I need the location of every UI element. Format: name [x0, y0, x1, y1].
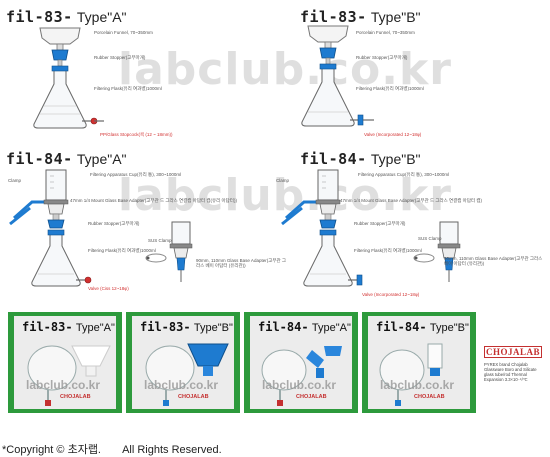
label-adapter: 47mm 1/4 Mount Glass Base Adapter(고무관 드 …	[340, 198, 482, 203]
product-photo-fil84-b: fil-84- Type"B" labclub.co.kr CHOJALAB	[362, 312, 476, 413]
label-adapter: 47mm 1/4 Mount Glass Base Adapter(고무관 드 …	[70, 198, 237, 203]
photo-background: fil-83- Type"B" labclub.co.kr CHOJALAB	[132, 316, 234, 409]
label-cup: Filtering Apparatus Cup(유리 통), 300~1000m…	[90, 172, 182, 177]
photo-background: fil-84- Type"B" labclub.co.kr CHOJALAB	[368, 316, 470, 409]
photo-title: fil-84- Type"A"	[258, 320, 351, 334]
label-glass-base: 90mm, 110mm Glass Base Adapter(고무관 그라스 베…	[444, 256, 543, 266]
photo-title: fil-83- Type"A"	[22, 320, 115, 334]
diagram-title-fil84-a: fil-84- Type"A"	[6, 150, 127, 168]
brand-note: PYREX brand Chojalab Glassware Boro and …	[484, 362, 537, 382]
label-clamp: Clamp	[276, 178, 290, 183]
diagram-type: Type"A"	[76, 9, 127, 25]
diagram-code: fil-84-	[6, 150, 73, 168]
label-flask: Filtering Flask(유리 여과병)1000ml	[354, 248, 422, 253]
photo-watermark: labclub.co.kr	[144, 378, 219, 392]
label-glass-base: 90mm, 110mm Glass Base Adapter(고무관 그라스 베…	[196, 258, 287, 268]
diagram-title-fil83-a: fil-83- Type"A"	[6, 8, 127, 26]
photo-brand: CHOJALAB	[60, 394, 91, 400]
watermark-top: labclub.co.kr	[118, 44, 452, 95]
label-valve: Valve (Incorporated 12~18φ)	[362, 292, 420, 297]
photo-type: Type"A"	[75, 322, 115, 334]
label-valve: Valve (Incorporated 12~18φ)	[364, 132, 422, 137]
label-stopper: Rubber Stopper(고무마개)	[94, 55, 146, 60]
label-flask: Filtering Flask(유리 여과병)1000ml	[356, 86, 424, 91]
photo-title: fil-83- Type"B"	[140, 320, 233, 334]
photo-code: fil-84-	[258, 320, 309, 334]
diagram-code: fil-83-	[300, 8, 367, 26]
diagram-fil83-a	[33, 27, 104, 129]
diagram-title-fil84-b: fil-84- Type"B"	[300, 150, 421, 168]
label-sus-clamp: SUS Clamp	[418, 236, 442, 241]
photo-title: fil-84- Type"B"	[376, 320, 469, 334]
diagram-code: fil-83-	[6, 8, 73, 26]
label-flask: Filtering Flask(유리 여과병)1000ml	[88, 248, 156, 253]
label-flask: Filtering Flask(유리 여과병)1000ml	[94, 86, 162, 91]
photo-watermark: labclub.co.kr	[262, 378, 337, 392]
photo-code: fil-83-	[140, 320, 191, 334]
photo-type: Type"B"	[193, 322, 233, 334]
photo-glassware	[379, 343, 443, 406]
label-sus-clamp: SUS Clamp	[148, 238, 172, 243]
diagram-fil84-a	[9, 169, 193, 287]
photo-background: fil-83- Type"A" labclub.co.kr CHOJALAB	[14, 316, 116, 409]
photo-background: fil-84- Type"A" labclub.co.kr CHOJALAB	[250, 316, 352, 409]
label-stopper: Rubber Stopper(고무마개)	[356, 55, 408, 60]
watermark-middle: labclub.co.kr	[118, 170, 452, 221]
diagram-fil83-b	[301, 25, 374, 127]
photo-code: fil-84-	[376, 320, 427, 334]
copyright-line: *Copyright © 초자랩. All Rights Reserved.	[2, 441, 240, 457]
product-photo-fil84-a: fil-84- Type"A" labclub.co.kr CHOJALAB	[244, 312, 358, 413]
label-stopper: Rubber Stopper(고무마개)	[354, 221, 406, 226]
photo-brand: CHOJALAB	[414, 394, 445, 400]
photo-glassware	[145, 343, 229, 406]
copyright-text: *Copyright © 초자랩.	[2, 444, 101, 456]
photo-type: Type"B"	[429, 322, 469, 334]
photo-watermark: labclub.co.kr	[26, 378, 101, 392]
diagram-fil84-b	[281, 169, 461, 287]
diagram-title-fil83-b: fil-83- Type"B"	[300, 8, 421, 26]
label-valve: Valve (Ciss 12~18φ)	[88, 286, 129, 291]
label-funnel: Porcelain Funnel, 70~350mm	[94, 30, 153, 35]
brand-logo: CHOJALAB	[484, 346, 542, 358]
rights-text: All Rights Reserved.	[122, 444, 222, 456]
diagram-type: Type"B"	[370, 151, 421, 167]
label-stopcock: PP/Glass Stopcock(콕 (12 ~ 18mm))	[100, 132, 173, 137]
label-cup: Filtering Apparatus Cup(유리 통), 300~1000m…	[358, 172, 450, 177]
photo-code: fil-83-	[22, 320, 73, 334]
diagram-type: Type"B"	[370, 9, 421, 25]
diagram-code: fil-84-	[300, 150, 367, 168]
photo-brand: CHOJALAB	[178, 394, 209, 400]
product-photo-fil83-b: fil-83- Type"B" labclub.co.kr CHOJALAB	[126, 312, 240, 413]
photo-brand: CHOJALAB	[296, 394, 327, 400]
product-photo-fil83-a: fil-83- Type"A" labclub.co.kr CHOJALAB	[8, 312, 122, 413]
label-clamp: Clamp	[8, 178, 22, 183]
label-funnel: Porcelain Funnel, 70~350mm	[356, 30, 415, 35]
photo-glassware	[27, 345, 111, 406]
photo-glassware	[261, 346, 342, 406]
label-stopper: Rubber Stopper(고무마개)	[88, 221, 140, 226]
photo-type: Type"A"	[311, 322, 351, 334]
diagram-type: Type"A"	[76, 151, 127, 167]
photo-watermark: labclub.co.kr	[380, 378, 455, 392]
